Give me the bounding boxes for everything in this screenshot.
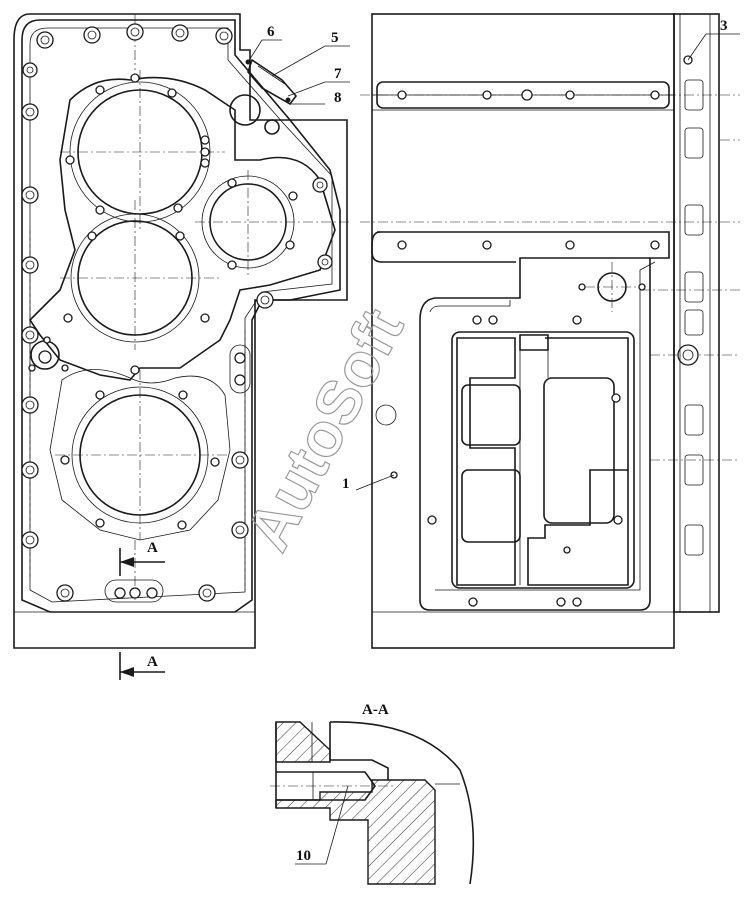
callout-7: 7 [334, 66, 342, 82]
callout-6: 6 [267, 24, 275, 40]
flange-notches [677, 14, 711, 612]
watermark: AutoSoft [233, 298, 417, 561]
section-title: A-A [362, 702, 389, 718]
section-marker-upper [119, 548, 165, 576]
section-marker-lower-label: A [147, 654, 158, 670]
callouts: 6 5 7 8 3 1 10 A A A-A [147, 18, 740, 865]
callout-5: 5 [331, 30, 339, 46]
gasket-holes [28, 73, 298, 530]
section-marker-lower [119, 652, 165, 680]
callout-8: 8 [334, 90, 342, 106]
section-view-aa [270, 721, 475, 885]
callout-1: 1 [342, 476, 350, 492]
outer-bolt-holes [21, 23, 333, 602]
side-view-holes [375, 89, 660, 607]
side-view [360, 13, 740, 649]
front-view [13, 13, 350, 680]
section-marker-upper-label: A [147, 540, 158, 556]
callout-3: 3 [720, 18, 728, 34]
callout-10: 10 [296, 848, 311, 864]
